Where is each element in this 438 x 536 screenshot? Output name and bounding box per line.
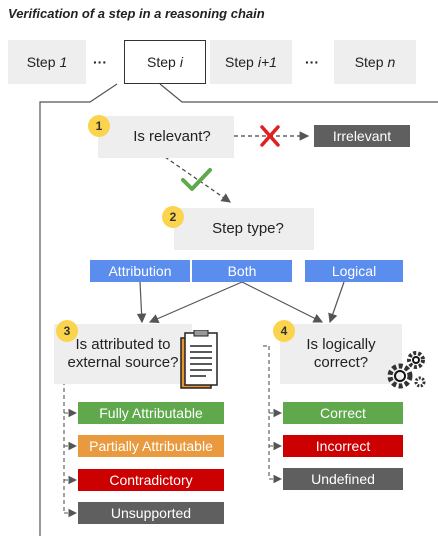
arrow-both-to-q4 <box>241 281 324 323</box>
step-i-plus-1-index: i+1 <box>257 54 277 70</box>
question-attributed-line1: Is attributed to <box>75 336 171 353</box>
badge-2: 2 <box>162 206 184 228</box>
document-icon <box>180 330 218 389</box>
outcome-correct: Correct <box>283 402 403 424</box>
outcome-contradictory: Contradictory <box>78 469 224 491</box>
type-attribution: Attribution <box>90 260 190 282</box>
type-both: Both <box>192 260 292 282</box>
arrow-both-to-q3 <box>148 281 243 324</box>
q4-outcome-bracket <box>263 345 283 484</box>
question-step-type-text: Step type? <box>212 220 284 237</box>
question-relevant-text: Is relevant? <box>133 128 211 145</box>
step-i-index: i <box>179 54 183 70</box>
outcome-unsupported: Unsupported <box>78 502 224 524</box>
outcome-undefined: Undefined <box>283 468 403 490</box>
outcome-incorrect: Incorrect <box>283 435 403 457</box>
question-logical-line2: correct? <box>313 354 369 371</box>
arrow-attribution-to-q3 <box>136 281 147 324</box>
type-logical: Logical <box>305 260 403 282</box>
question-step-type-box: Step type? <box>174 208 314 250</box>
green-check-icon <box>181 168 212 191</box>
badge-3: 3 <box>56 320 78 342</box>
question-attributed-line2: external source? <box>67 354 179 371</box>
outcome-partially-attributable: Partially Attributable <box>78 435 224 457</box>
arrow-to-step-type <box>164 156 231 203</box>
frame-top-line <box>159 83 438 103</box>
step-n-index: n <box>387 54 396 70</box>
arrow-logical-to-q4 <box>328 281 345 324</box>
step-ellipsis-1: ··· <box>93 54 107 70</box>
question-relevant-box: Is relevant? <box>98 116 234 158</box>
question-logical-box: Is logically correct? <box>280 324 402 384</box>
step-n-prefix: Step <box>354 54 384 70</box>
badge-4: 4 <box>273 320 295 342</box>
question-attributed-box: Is attributed to external source? <box>54 324 192 384</box>
red-x-icon <box>260 125 280 147</box>
gears-icon <box>387 351 426 389</box>
diagram-title: Verification of a step in a reasoning ch… <box>8 6 265 21</box>
step-ellipsis-2: ··· <box>305 54 319 70</box>
frame-left-line <box>39 83 118 536</box>
question-logical-line1: Is logically <box>306 336 376 353</box>
badge-1: 1 <box>88 115 110 137</box>
step-1-index: 1 <box>59 54 68 70</box>
outcome-fully-attributable: Fully Attributable <box>78 402 224 424</box>
step-1-prefix: Step <box>26 54 56 70</box>
step-i-plus-1-prefix: Step <box>225 54 254 70</box>
step-i-prefix: Step <box>147 54 176 70</box>
outcome-irrelevant: Irrelevant <box>314 125 410 147</box>
